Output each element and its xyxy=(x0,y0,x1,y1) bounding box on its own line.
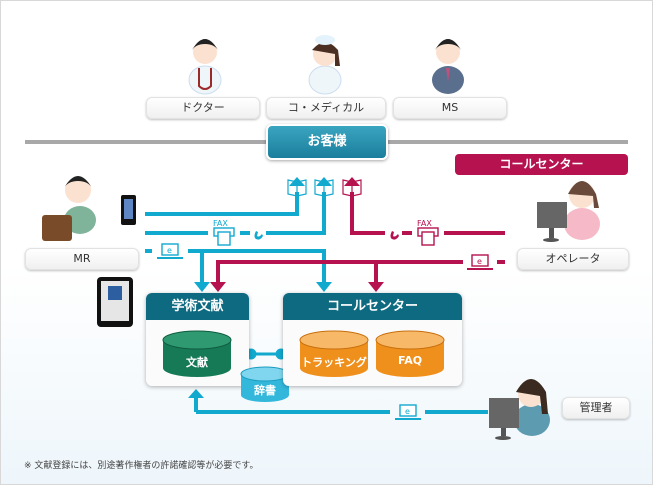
footnote: ※ 文献登録には、別途著作権者の許諾確認等が必要です。 xyxy=(24,461,259,471)
dictionary-db: 辞書 xyxy=(240,366,290,403)
mr-figure xyxy=(42,176,96,241)
laptop-icon-admin xyxy=(395,404,421,420)
operator-figure xyxy=(537,181,600,242)
arrow-down-1 xyxy=(194,282,210,292)
call-center-badge: コールセンター xyxy=(455,154,628,175)
arrow-down-red-2 xyxy=(368,282,384,292)
mr-email-line-b xyxy=(188,249,326,283)
mr-fax-line-c xyxy=(266,192,326,235)
admin-figure xyxy=(489,379,550,440)
arrow-up-3 xyxy=(188,389,204,398)
label-doctor: ドクター xyxy=(146,97,260,119)
tracking-db: トラッキング xyxy=(299,330,369,378)
monitor-icon xyxy=(537,202,567,228)
label-ms: MS xyxy=(393,97,507,119)
phone-icon-red xyxy=(390,231,399,240)
laptop-icon-mr xyxy=(157,243,183,259)
arrow-down-2 xyxy=(316,282,332,292)
svg-text:e: e xyxy=(405,407,410,416)
fax-icon-red xyxy=(417,227,439,246)
svg-text:FAX: FAX xyxy=(213,219,228,228)
svg-text:e: e xyxy=(167,246,172,255)
doctor-figure xyxy=(188,39,222,95)
op-fax-line-a xyxy=(350,192,385,235)
svg-text:FAX: FAX xyxy=(417,219,432,228)
laptop-icon-op xyxy=(467,254,493,270)
label-operator: オペレータ xyxy=(517,248,629,270)
arrow-down-red-1 xyxy=(210,282,226,292)
call-center-panel-title: コールセンター xyxy=(283,293,462,320)
label-admin: 管理者 xyxy=(562,397,630,419)
mr-phone-line xyxy=(145,192,299,216)
literature-panel: 学術文献 xyxy=(146,293,249,386)
faq-db: FAQ xyxy=(375,330,445,378)
fax-icon-blue xyxy=(213,227,235,246)
literature-panel-title: 学術文献 xyxy=(146,293,249,320)
svg-text:e: e xyxy=(477,257,482,266)
co-medical-figure xyxy=(308,35,342,95)
briefcase-icon xyxy=(42,215,72,241)
monitor-icon-admin xyxy=(489,398,519,428)
customer-box: お客様 xyxy=(266,124,388,160)
label-mr: MR xyxy=(25,248,139,270)
label-co-medical: コ・メディカル xyxy=(266,97,386,119)
literature-db: 文献 xyxy=(162,330,232,378)
phone-icon-blue xyxy=(254,231,263,240)
book-icons xyxy=(287,179,362,197)
op-email-line-a xyxy=(216,260,463,283)
ms-figure xyxy=(432,39,464,94)
